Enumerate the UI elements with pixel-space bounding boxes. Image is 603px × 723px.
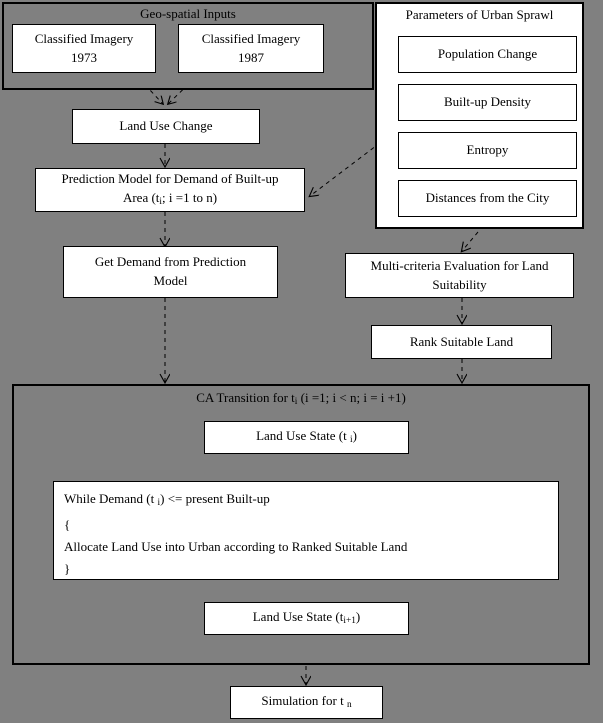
while-block-line2: {	[64, 517, 71, 533]
simulation-label: Simulation for t n	[261, 692, 351, 713]
prediction-model-line2: Area (ti; i =1 to n)	[123, 189, 217, 210]
get-demand-line2: Model	[153, 273, 188, 288]
prediction-model-line2-sub: i	[159, 197, 163, 208]
box-classified-imagery-1973: Classified Imagery 1973	[12, 24, 156, 73]
urban-sprawl-parameters-caption: Parameters of Urban Sprawl	[405, 7, 554, 22]
box-rank-suitable-land: Rank Suitable Land	[371, 325, 552, 359]
distances-from-the-city-label: Distances from the City	[425, 190, 550, 206]
rank-suitable-land-label: Rank Suitable Land	[409, 333, 514, 349]
prediction-model-line2-post: ; i =1 to n)	[162, 190, 218, 206]
box-get-demand-from-prediction-model: Get Demand from Prediction Model	[63, 246, 278, 298]
land-use-state-ti-sub: i	[349, 435, 353, 446]
box-prediction-model: Prediction Model for Demand of Built-up …	[35, 168, 305, 212]
while-demand-block: While Demand (t i) <= present Built-up {…	[53, 481, 559, 580]
ca-transition-caption: CA Transition for ti (i =1; i < n; i = i…	[12, 390, 590, 407]
classified-imagery-1987-line2: 1987	[238, 49, 264, 65]
while-block-line1-post: ) <= present Built-up	[160, 491, 270, 506]
classified-imagery-1973-line2: 1973	[71, 49, 97, 65]
box-land-use-change: Land Use Change	[72, 109, 260, 144]
box-multi-criteria-evaluation: Multi-criteria Evaluation for Land Suita…	[345, 253, 574, 298]
while-block-line4: }	[64, 561, 71, 577]
box-population-change: Population Change	[398, 36, 577, 73]
classified-imagery-1987-line1: Classified Imagery	[201, 30, 301, 46]
simulation-sub: n	[346, 700, 352, 711]
built-up-density-label: Built-up Density	[443, 94, 532, 110]
geo-spatial-inputs-caption: Geo-spatial Inputs	[140, 6, 236, 21]
entropy-label: Entropy	[466, 142, 509, 158]
while-block-line1-pre: While Demand (t	[64, 491, 158, 506]
ca-transition-caption-sub: i	[294, 397, 298, 408]
land-use-state-ti1-post: )	[355, 609, 361, 625]
box-simulation-for-tn: Simulation for t n	[230, 686, 383, 719]
get-demand-line1: Get Demand from Prediction	[94, 254, 247, 270]
ca-transition-caption-post: (i =1; i < n; i = i +1)	[297, 390, 406, 405]
prediction-model-line2-pre: Area (t	[122, 190, 160, 206]
land-use-state-ti1-label: Land Use State (ti+1)	[253, 608, 361, 629]
land-use-state-ti-label: Land Use State (t i)	[256, 427, 357, 448]
box-built-up-density: Built-up Density	[398, 84, 577, 121]
box-classified-imagery-1987: Classified Imagery 1987	[178, 24, 324, 73]
population-change-label: Population Change	[437, 46, 538, 62]
multi-criteria-line2: Suitability	[432, 276, 487, 292]
ca-transition-caption-pre: CA Transition for t	[196, 390, 295, 405]
prediction-model-line1: Prediction Model for Demand of Built-up	[61, 171, 279, 187]
land-use-state-ti1-sub: i+1	[343, 616, 356, 627]
box-land-use-state-ti-plus-1: Land Use State (ti+1)	[204, 602, 409, 635]
box-entropy: Entropy	[398, 132, 577, 169]
classified-imagery-1973-line1: Classified Imagery	[34, 30, 134, 46]
while-block-line3: Allocate Land Use into Urban according t…	[64, 539, 408, 555]
land-use-state-ti-pre: Land Use State (t	[256, 428, 350, 444]
land-use-state-ti-post: )	[352, 428, 357, 444]
box-distances-from-the-city: Distances from the City	[398, 180, 577, 217]
box-land-use-state-ti: Land Use State (t i)	[204, 421, 409, 454]
land-use-change-label: Land Use Change	[119, 118, 213, 134]
simulation-pre: Simulation for t	[261, 693, 347, 709]
while-block-line1-sub: i	[157, 498, 161, 509]
arrow-sprawl-to-multicriteria	[462, 231, 479, 251]
land-use-state-ti1-pre: Land Use State (t	[252, 609, 344, 625]
multi-criteria-line1: Multi-criteria Evaluation for Land	[370, 257, 549, 273]
while-block-line1: While Demand (t i) <= present Built-up	[64, 488, 558, 514]
